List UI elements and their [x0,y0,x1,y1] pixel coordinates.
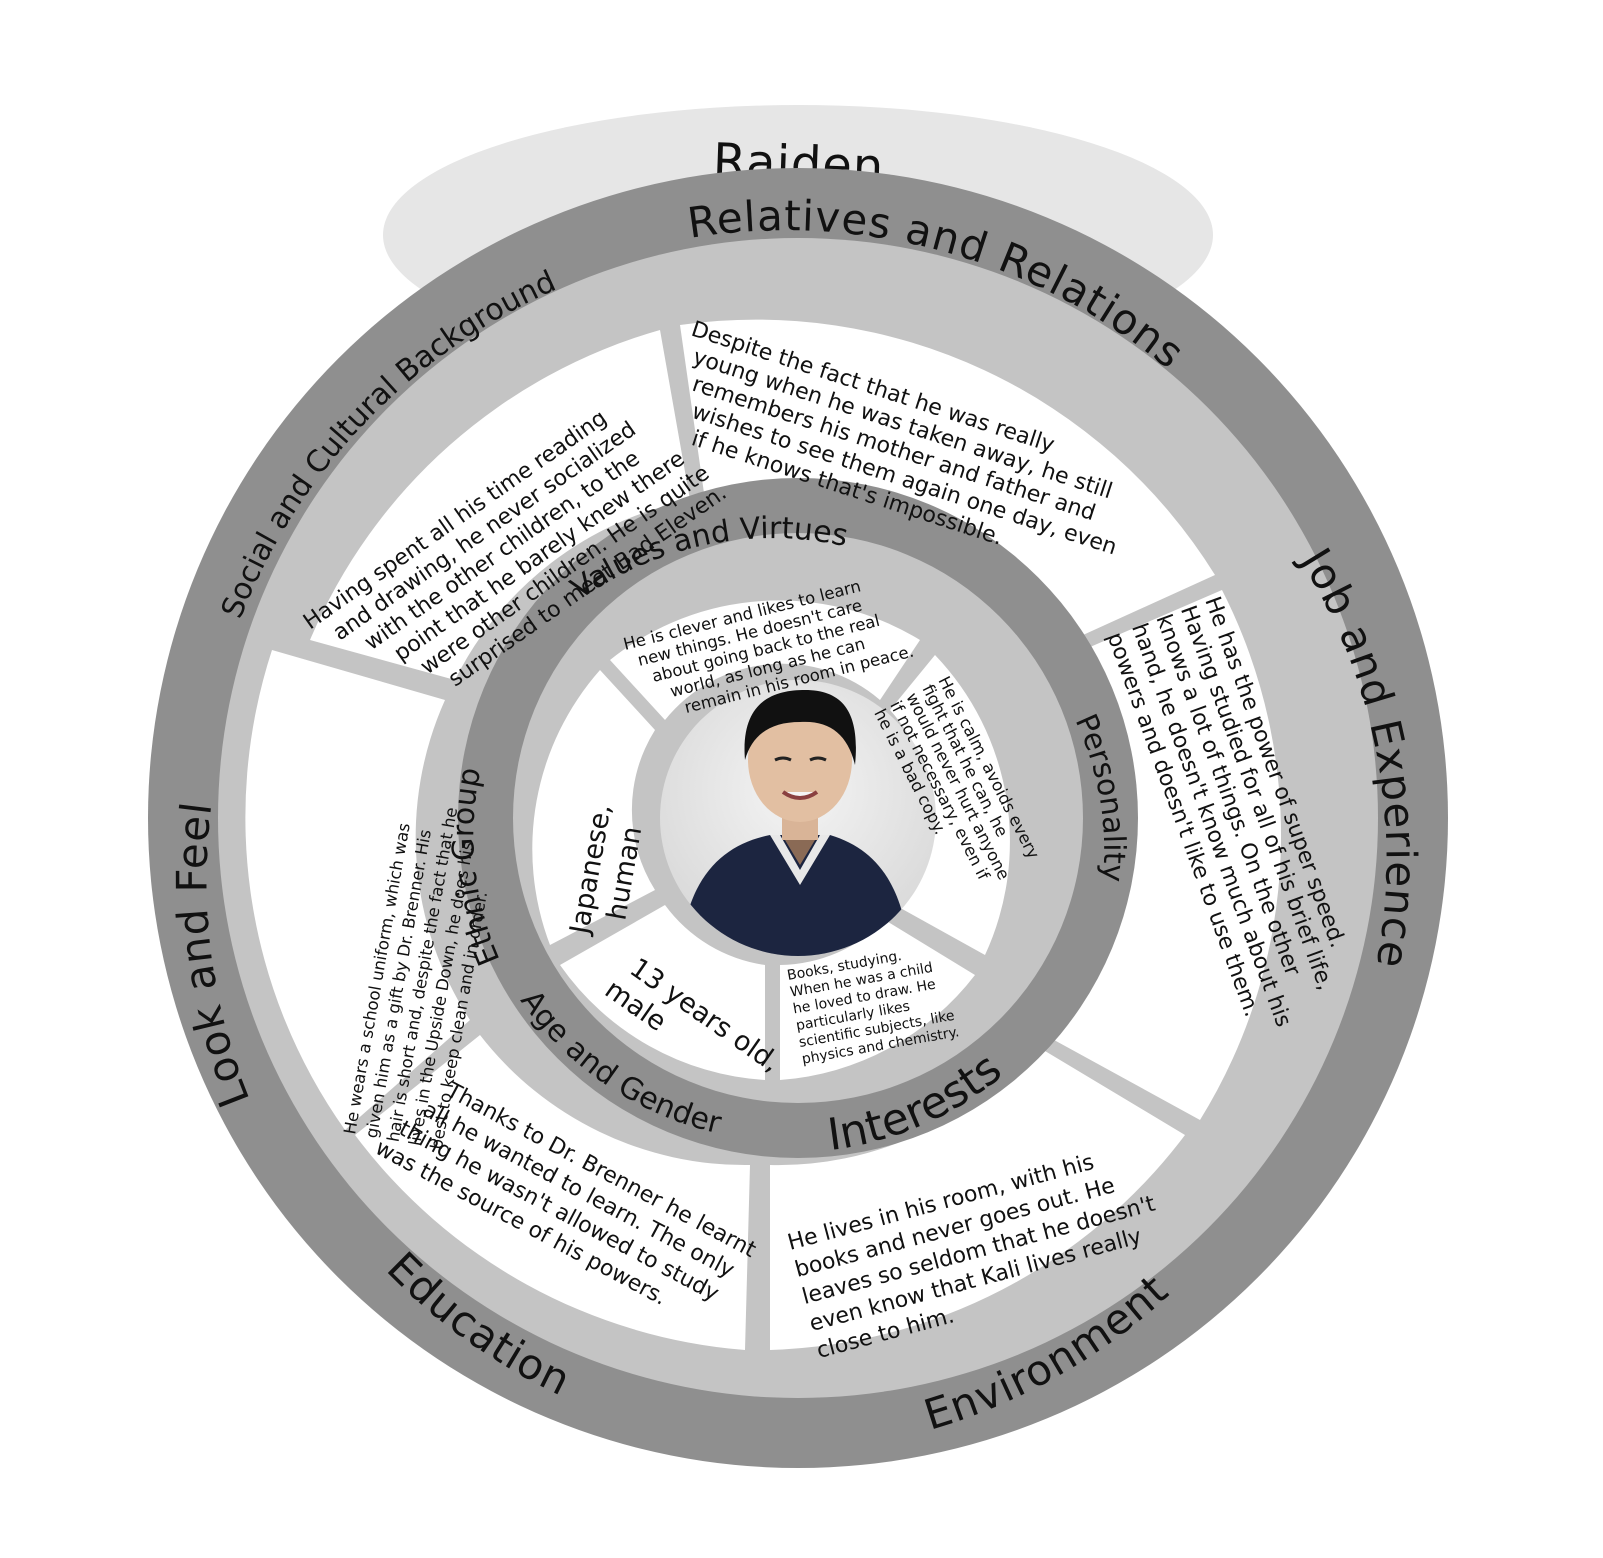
outer-panels [245,319,1282,1350]
panel-social [310,330,690,680]
portrait-photo [660,680,936,956]
panel-environment [770,1045,1185,1350]
panel-education [355,1035,750,1350]
panel-interests [780,920,975,1080]
panel-relatives [680,319,1215,650]
panel-look [245,650,470,1130]
panel-ethnic [532,670,655,945]
panel-values [610,600,920,720]
panel-age [560,905,765,1080]
